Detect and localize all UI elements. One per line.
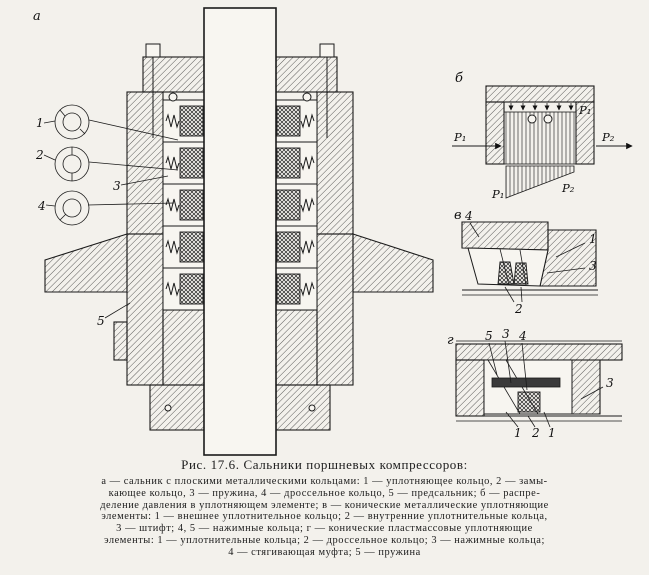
callout-a-2: 2: [35, 148, 44, 162]
piston-rod: [203, 7, 277, 456]
packing-chambers-left: [162, 99, 205, 311]
panel-b-pressure-diagram: б P₁ P₁ P₂ P₁ P₂: [452, 71, 633, 201]
panel-v-conical-metal: в 4 1 3 2: [454, 208, 598, 316]
outer-cone-ring: [539, 229, 597, 287]
callout-v-2: 2: [514, 302, 523, 316]
top-pressure-arrows: [508, 103, 574, 111]
caption-line: а — сальник с плоскими металлическими ко…: [101, 476, 548, 487]
callout-v-3: 3: [589, 259, 597, 273]
left-clamp-block: [455, 359, 485, 417]
p2-right-label: P₂: [601, 130, 615, 144]
spring-retainer-left: [168, 92, 178, 102]
panel-g-label: г: [447, 333, 454, 348]
callout-a-1: 1: [36, 116, 44, 130]
callout-g-3-right: 3: [606, 376, 614, 390]
pressure-sleeve-top: [461, 221, 549, 251]
callout-g-1-left: 1: [514, 426, 522, 440]
callout-g-5: 5: [485, 329, 493, 343]
panel-a-leaders: [43, 119, 179, 319]
gland-housing-right: [275, 56, 434, 431]
callout-v-4: 4: [464, 209, 473, 223]
spring-retainer-right: [302, 92, 312, 102]
bolt-head-bottom-right: [308, 404, 316, 412]
caption-line: элементы: 1 — внешнее уплотнительное кол…: [101, 511, 548, 523]
panel-a-label: а: [33, 9, 41, 24]
callout-g-3-top: 3: [502, 327, 510, 341]
bolt-head-bottom-left: [164, 404, 172, 412]
pre-gland-boss: [113, 321, 128, 361]
callout-g-2: 2: [531, 426, 540, 440]
callout-g-1-right: 1: [548, 426, 556, 440]
cylinder-wall: [455, 343, 623, 361]
spring-block: [517, 391, 541, 413]
caption-line: 3 — штифт; 4, 5 — нажимные кольца; г — к…: [116, 523, 533, 535]
panel-b-label: б: [455, 71, 463, 86]
ring-plan-views: [54, 104, 90, 226]
panel-a-main-gland: а: [33, 7, 434, 456]
caption-line: 4 — стягивающая муфта; 5 — пружина: [228, 546, 421, 558]
element-dot-left: [527, 114, 537, 124]
panel-v-label: в: [454, 208, 462, 223]
callout-a-4: 4: [37, 199, 46, 213]
inner-cone-ring-2: [513, 262, 529, 285]
p1-top-label: P₁: [578, 103, 591, 117]
chamber-left-wall: [485, 101, 505, 165]
callout-v-1: 1: [589, 232, 597, 246]
callout-a-3: 3: [113, 179, 121, 193]
caption-line: элементы: 1 — уплотнительные кольца; 2 —…: [104, 534, 545, 546]
p1-bottom-label: P₁: [491, 187, 504, 201]
p1-left-label: P₁: [453, 130, 466, 144]
figure-caption: Рис. 17.6. Сальники поршневых компрессор…: [0, 457, 649, 559]
figure-drawing: а: [33, 7, 633, 456]
gland-housing-left: [44, 56, 205, 431]
panel-v-leaders: [469, 222, 586, 303]
caption-line: кающее кольцо, 3 — пружина, 4 — дроссель…: [108, 487, 541, 499]
panel-g-leaders: [488, 340, 604, 428]
sealing-element: [503, 111, 577, 165]
chamber-top-wall: [485, 85, 595, 103]
callout-a-5: 5: [97, 314, 105, 328]
element-dot-right: [543, 114, 553, 124]
stud-bolts: [145, 43, 335, 138]
packing-chambers-right: [275, 99, 318, 311]
figure-title: Рис. 17.6. Сальники поршневых компрессор…: [181, 457, 468, 472]
callout-g-4: 4: [518, 329, 527, 343]
panel-g-conical-plastic: г 5 3 4 3 1: [447, 327, 623, 440]
pressure-distribution-triangle: [505, 165, 575, 199]
caption-line: деление давления в уплотняющем элементе;…: [100, 499, 549, 511]
p2-bottom-label: P₂: [561, 181, 575, 195]
